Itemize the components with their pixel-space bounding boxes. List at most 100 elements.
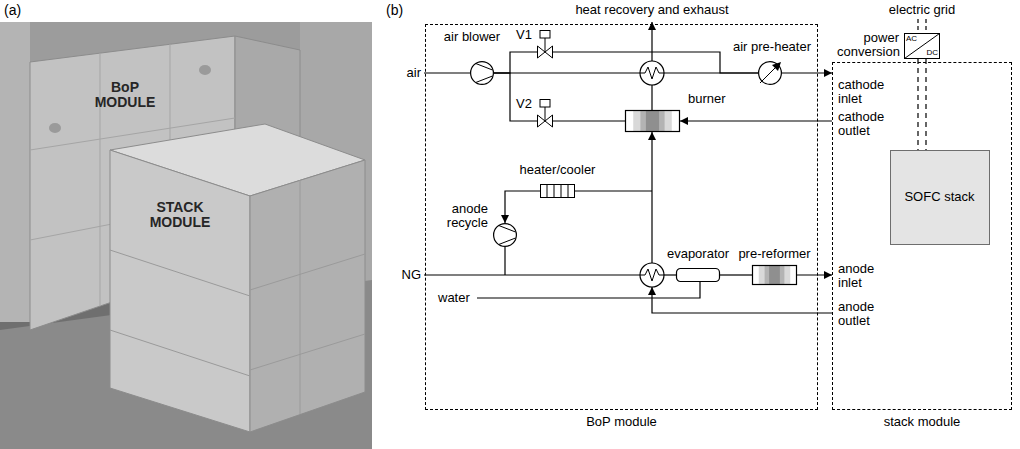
evaporator-box: evaporator xyxy=(676,268,720,282)
reactor-shade xyxy=(640,111,664,132)
reactor-outline xyxy=(753,266,797,285)
node-label: air blower xyxy=(444,30,500,44)
stream-label: NG xyxy=(402,268,422,282)
reactor-shade xyxy=(759,266,791,285)
node-label: heater/cooler xyxy=(520,163,596,177)
reactor-shade xyxy=(769,266,780,285)
symbol-outline xyxy=(540,184,575,198)
reactor-shade xyxy=(646,111,659,132)
heat-exchanger-coil xyxy=(640,67,664,79)
valve-symbol: V2 xyxy=(537,99,553,127)
stream-label: cathode outlet xyxy=(838,110,892,138)
heat-exchanger-circle xyxy=(640,61,664,85)
stream-label: air xyxy=(407,66,421,80)
heat-exchanger-symbol xyxy=(640,61,664,85)
symbol-outline xyxy=(625,110,680,132)
heat-exchanger-circle xyxy=(640,263,664,287)
valve-body xyxy=(538,46,553,58)
node-label: pre-reformer xyxy=(738,247,810,261)
flow-line xyxy=(797,274,832,275)
stack-frame-beams xyxy=(110,180,365,414)
reactor-shade xyxy=(633,111,672,132)
photo-ground xyxy=(0,22,372,449)
valve-symbol: V1 xyxy=(537,30,553,58)
heater-fins xyxy=(547,185,568,198)
valve-stem xyxy=(545,38,546,52)
panel-letter: (a) xyxy=(4,3,21,18)
node-label: DC xyxy=(926,48,938,57)
blower-vanes xyxy=(476,64,493,83)
flow-line xyxy=(505,191,540,223)
symbol-outline xyxy=(537,99,553,127)
stream-label: heat recovery and exhaust xyxy=(575,3,728,17)
heat-exchanger-coil xyxy=(640,269,664,281)
flow-line xyxy=(918,59,926,150)
symbol-outline xyxy=(537,30,553,58)
burner-exhaust-line xyxy=(651,85,652,110)
photo-label: BoP MODULE xyxy=(88,80,162,110)
valve-body xyxy=(538,115,553,127)
node-label: evaporator xyxy=(667,247,729,261)
photo-label: STACK MODULE xyxy=(143,200,217,230)
recycle-branch-line xyxy=(575,190,652,191)
blower-vanes xyxy=(499,226,516,245)
panel-letter: (b) xyxy=(386,3,403,18)
converter-outline xyxy=(905,34,940,59)
node-label: V2 xyxy=(516,97,532,111)
flow-line xyxy=(553,120,625,121)
heater-circle xyxy=(759,62,782,85)
node-label: SOFC stack xyxy=(904,190,974,204)
anode-outlet-line xyxy=(652,287,832,313)
flow-line xyxy=(553,52,758,73)
symbol-outline xyxy=(752,265,797,285)
reactor-ground xyxy=(626,111,680,132)
stack-cabinet-front xyxy=(250,160,365,432)
stream-label: water xyxy=(438,291,470,305)
stream-label: electric grid xyxy=(889,3,955,17)
flow-line xyxy=(494,52,537,73)
flow-line xyxy=(720,274,752,275)
anode-gas-line xyxy=(651,132,652,263)
fuel-to-evaporator-line xyxy=(664,274,676,275)
reformer-box: pre-reformer xyxy=(752,265,797,285)
burner-box: burner xyxy=(625,110,680,132)
stream-label: anode inlet xyxy=(838,262,892,290)
flow-line xyxy=(680,120,832,121)
reactor-outline xyxy=(626,111,680,132)
valve-stem xyxy=(545,107,546,121)
symbol-outline xyxy=(470,61,494,85)
reactor-ground xyxy=(753,266,797,285)
bop-port xyxy=(49,123,61,133)
stream-label: anode outlet xyxy=(838,300,892,328)
stream-label: cathode inlet xyxy=(838,78,892,106)
blower-circle xyxy=(471,62,494,85)
process-lines xyxy=(424,19,926,313)
bop-port xyxy=(199,65,211,75)
module-boundary: BoP moduleair blowerV1V2air pre-heaterbu… xyxy=(425,24,818,410)
reactor-shade xyxy=(765,266,785,285)
grid-cable xyxy=(918,19,926,33)
water-line xyxy=(477,282,700,298)
recycle-return-line xyxy=(504,247,505,275)
node-label: power conversion xyxy=(837,31,899,59)
node-label: stack module xyxy=(884,415,961,429)
blower-symbol: air blower xyxy=(470,61,494,85)
recycle-blower-symbol: anode recycle xyxy=(493,223,517,247)
node-label: burner xyxy=(688,92,726,106)
heater-body xyxy=(541,185,575,198)
flow-line xyxy=(494,73,537,121)
node-label: V1 xyxy=(516,28,532,42)
exhaust-line xyxy=(651,22,652,61)
stack-cabinet-side xyxy=(110,150,250,432)
node-label: AC xyxy=(906,34,917,43)
symbol-outline xyxy=(493,223,517,247)
heat-exchanger-symbol xyxy=(640,263,664,287)
valve-actuator xyxy=(540,100,550,108)
converter-symbol: power conversionACDC xyxy=(904,33,940,59)
photo-cabinet xyxy=(0,22,30,322)
node-label: air pre-heater xyxy=(733,40,811,54)
node-label: anode recycle xyxy=(438,202,488,230)
fuel-line xyxy=(424,274,640,275)
evaporator-outline xyxy=(677,269,720,282)
